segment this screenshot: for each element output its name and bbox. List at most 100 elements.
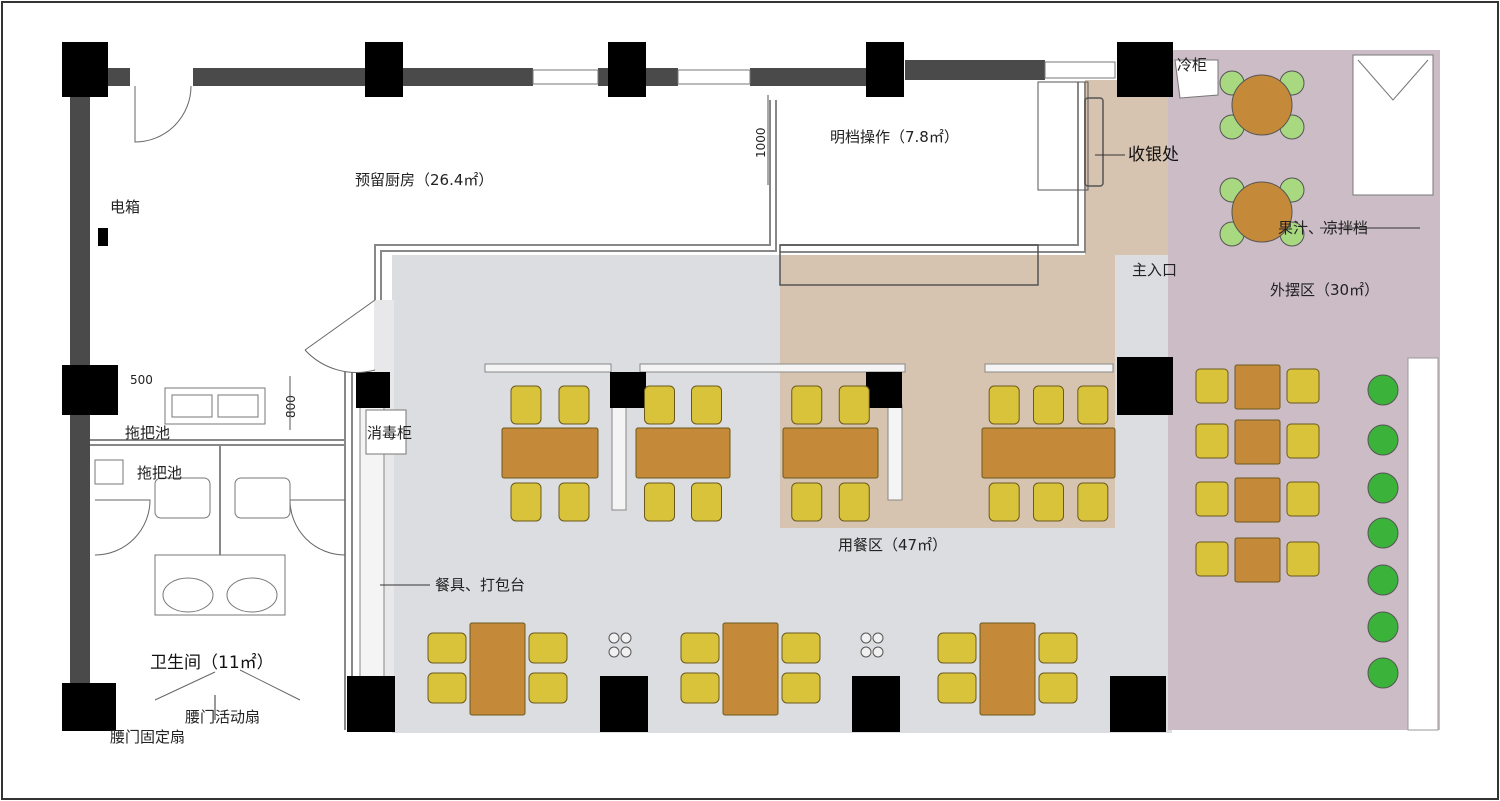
- plant-decor: [872, 646, 884, 658]
- chair: [791, 385, 823, 425]
- cashier-counter: [1084, 97, 1104, 187]
- chair: [680, 672, 720, 704]
- leader-lines: [214, 154, 1420, 720]
- label-cashier: 收银处: [1128, 145, 1179, 165]
- planter: [1367, 472, 1399, 504]
- dimension-1000: 1000: [754, 127, 768, 158]
- column: [1117, 357, 1173, 415]
- columns: [62, 42, 1173, 732]
- dining-table: [979, 622, 1036, 716]
- cold-cabinet: [1174, 59, 1219, 99]
- chair: [781, 632, 821, 664]
- chair: [1195, 368, 1229, 404]
- door-swing: [304, 299, 376, 373]
- dimension-800: 800: [284, 395, 298, 418]
- outdoor-table: [1234, 364, 1281, 410]
- label-waist-door-fixed: 腰门固定扇: [110, 728, 185, 746]
- mop-pool: [94, 459, 124, 485]
- column: [62, 42, 108, 97]
- chair: [1195, 423, 1229, 459]
- column: [356, 372, 390, 408]
- chair: [427, 672, 467, 704]
- windows: [532, 61, 1116, 85]
- elec-box-icon: [98, 228, 108, 246]
- chair: [1286, 368, 1320, 404]
- juice-counter: [1352, 54, 1434, 196]
- chair: [1033, 385, 1064, 425]
- chair: [680, 632, 720, 664]
- outdoor-table: [1234, 537, 1281, 583]
- cashier-floor: [1085, 80, 1170, 255]
- column: [1110, 676, 1166, 732]
- planter: [1367, 374, 1399, 406]
- column: [866, 42, 904, 97]
- label-open-kitchen: 明档操作（7.8㎡）: [830, 128, 959, 146]
- label-toilet: 卫生间（11㎡）: [150, 653, 274, 673]
- planter: [1367, 564, 1399, 596]
- label-dining: 用餐区（47㎡）: [838, 536, 947, 554]
- door-swing: [134, 85, 192, 143]
- wash-basin: [226, 577, 278, 613]
- chair: [988, 385, 1020, 425]
- partitions: [90, 82, 1086, 730]
- chair: [1038, 632, 1078, 664]
- open-kitchen-counter: [779, 244, 1039, 286]
- column: [610, 372, 646, 408]
- plant-decor: [860, 646, 872, 658]
- door-swing: [289, 499, 346, 556]
- planter: [1367, 611, 1399, 643]
- dimension-500: 500: [130, 373, 153, 387]
- chair: [427, 632, 467, 664]
- chair: [1195, 541, 1229, 577]
- tan-dining-floor: [780, 255, 1115, 528]
- column: [347, 676, 395, 732]
- chair: [838, 385, 870, 425]
- label-sterilizer: 消毒柜: [367, 424, 412, 442]
- label-mop-pool-2: 拖把池: [137, 464, 182, 482]
- chair: [988, 482, 1020, 522]
- label-outdoor: 外摆区（30㎡）: [1270, 281, 1379, 299]
- chair: [1286, 481, 1320, 517]
- plant-decor: [620, 646, 632, 658]
- planter: [1367, 517, 1399, 549]
- chair: [937, 632, 977, 664]
- chair: [1033, 482, 1064, 522]
- chair: [644, 482, 675, 522]
- label-kitchen: 预留厨房（26.4㎡）: [355, 171, 493, 189]
- column: [866, 372, 902, 408]
- chair: [644, 385, 675, 425]
- column: [62, 683, 116, 731]
- plant-decor: [860, 632, 872, 644]
- chair: [558, 482, 590, 522]
- chair: [1077, 482, 1109, 522]
- outdoor-table: [1234, 477, 1281, 523]
- plant-decor: [608, 632, 620, 644]
- plant-decor: [620, 632, 632, 644]
- chair: [558, 385, 590, 425]
- dining-table: [635, 427, 731, 479]
- column: [608, 42, 646, 97]
- column: [852, 676, 900, 732]
- wash-basin: [162, 577, 214, 613]
- door-swing: [94, 499, 151, 556]
- chair: [528, 672, 568, 704]
- dining-table: [501, 427, 599, 479]
- column: [365, 42, 403, 97]
- chair: [691, 482, 722, 522]
- chair: [1038, 672, 1078, 704]
- label-mop-pool-1: 拖把池: [125, 424, 170, 442]
- sterilizer: [365, 409, 407, 455]
- chair: [1286, 541, 1320, 577]
- column: [1117, 42, 1173, 97]
- chair: [781, 672, 821, 704]
- plant-decor: [608, 646, 620, 658]
- round-table: [1231, 74, 1293, 136]
- dining-table: [782, 427, 879, 479]
- dining-table: [981, 427, 1116, 479]
- chair: [791, 482, 823, 522]
- chair: [528, 632, 568, 664]
- chair: [1077, 385, 1109, 425]
- label-tableware: 餐具、打包台: [435, 576, 525, 594]
